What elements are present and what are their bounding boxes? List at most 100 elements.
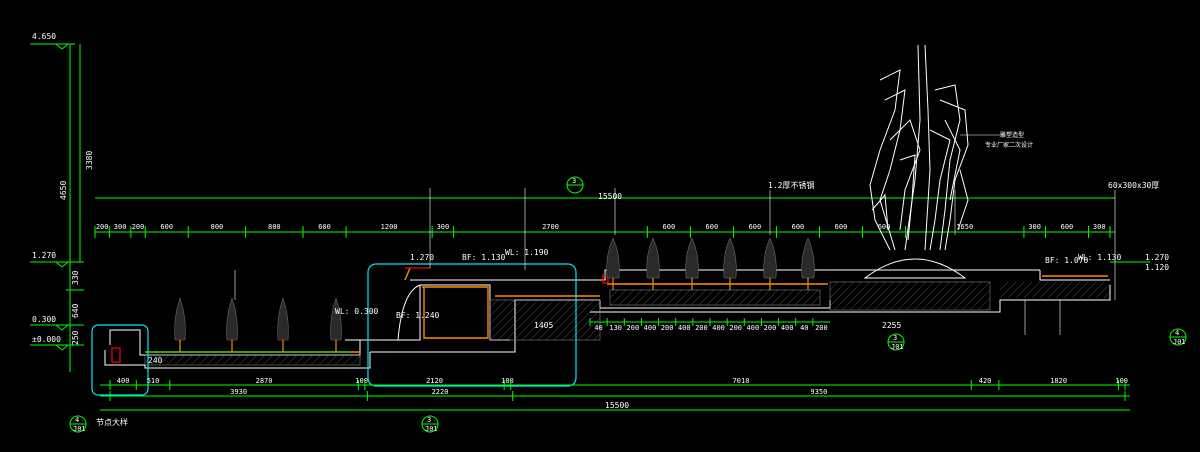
- note-mid-top: 1.2厚不锈钢: [768, 180, 814, 190]
- section-ref-num: 3: [893, 334, 897, 342]
- lower-dimension-lines: [100, 321, 1130, 411]
- dim-2255: 2255: [882, 321, 901, 330]
- top-dim-label: 200: [96, 223, 109, 231]
- vdim-4650: 4650: [59, 181, 68, 200]
- leader-lines: [234, 188, 1116, 335]
- bf-mid: BF: 1.130: [462, 253, 506, 262]
- section-ref-num: 3: [427, 416, 431, 424]
- base-dim-label: 9350: [810, 388, 827, 396]
- top-dim-label: 300: [437, 223, 450, 231]
- level-1120-right: 1.120: [1145, 263, 1169, 272]
- note-right-top: 60x300x30厚: [1108, 181, 1159, 190]
- note-sculpture: 雕塑造型: [1000, 131, 1024, 139]
- bf-right: BF: 1.070: [1045, 256, 1089, 265]
- section-ref-4-right: 4 J01: [1169, 328, 1187, 346]
- top-dim-label: 600: [749, 223, 762, 231]
- base-dim-label: 100: [501, 377, 514, 385]
- base-dim-label: 7010: [733, 377, 750, 385]
- base-dim-label: 2220: [432, 388, 449, 396]
- vdim-330: 330: [71, 270, 80, 285]
- base-dim-label: 3930: [230, 388, 247, 396]
- base-dim-label: 400: [117, 377, 130, 385]
- vertical-dimensions: [66, 44, 84, 372]
- sculpture: [863, 44, 969, 279]
- top-total-15500: 15500: [598, 192, 622, 201]
- top-dim-label: 600: [318, 223, 331, 231]
- lower-dim-label: 400: [644, 324, 657, 332]
- arch-edge: [397, 284, 421, 341]
- top-dim-label: 300: [114, 223, 127, 231]
- lower-dim-label: 200: [661, 324, 674, 332]
- section-ref-num: 3: [572, 177, 576, 185]
- lower-dim-label: 40: [800, 324, 808, 332]
- fountain-jet: [763, 237, 777, 279]
- top-dim-label: 600: [663, 223, 676, 231]
- fountain-jet: [685, 237, 699, 279]
- level-0300: 0.300: [32, 315, 56, 324]
- top-dim-label: 800: [268, 223, 281, 231]
- top-dim-label: 600: [1061, 223, 1074, 231]
- note-sculpture-design: 专业厂家二次设计: [985, 141, 1033, 149]
- top-dim-label: 1200: [381, 223, 398, 231]
- hatch-pattern: [144, 281, 1111, 366]
- section-ref-sheet: J01: [1173, 338, 1186, 346]
- level-1270-right: 1.270: [1145, 253, 1169, 262]
- lower-dim-label: 400: [712, 324, 725, 332]
- top-dim-label: 2700: [542, 223, 559, 231]
- vdim-3380: 3380: [85, 151, 94, 170]
- level-1270-left: 1.270: [32, 251, 56, 260]
- top-dim-label: 600: [160, 223, 173, 231]
- lower-dim-label: 200: [815, 324, 828, 332]
- base-dims-row1: 400 510 2870 100 2120 100 7010 420 1820 100: [109, 377, 1128, 390]
- section-ref-4-left: 4 J01: [69, 415, 87, 433]
- top-dimension-ticks: 200 300 200 600 800 800 600 1200 300 2700 600 600 60…: [94, 223, 1111, 238]
- fountain-jet: [606, 237, 620, 279]
- dim-240: 240: [148, 356, 163, 365]
- base-dim-label: 100: [1115, 377, 1128, 385]
- fountain-jet: [174, 297, 186, 341]
- dim-1405: 1405: [534, 321, 553, 330]
- lower-dim-label: 400: [781, 324, 794, 332]
- top-dim-label: 600: [792, 223, 805, 231]
- wl-mid: WL: 1.190: [505, 248, 549, 257]
- section-ref-num: 4: [1175, 329, 1179, 337]
- level-4650: 4.650: [32, 32, 56, 41]
- base-dim-label: 1820: [1050, 377, 1067, 385]
- wl-right: WL: 1.130: [1078, 253, 1122, 262]
- lower-dim-label: 200: [695, 324, 708, 332]
- section-ref-3-right: 3 J01: [887, 333, 905, 351]
- top-dim-label: 800: [211, 223, 224, 231]
- fountain-jet: [330, 297, 342, 341]
- red-markers: [111, 267, 609, 363]
- fountain-jet: [723, 237, 737, 279]
- vdim-640: 640: [71, 303, 80, 318]
- top-dim-label: 300: [1093, 223, 1106, 231]
- fountain-jet: [646, 237, 660, 279]
- lower-dim-label: 40: [594, 324, 602, 332]
- section-ref-3-top: 3: [566, 176, 584, 194]
- base-dim-label: 2120: [426, 377, 443, 385]
- base-dim-label: 420: [979, 377, 992, 385]
- level-1270-mid: 1.270: [410, 253, 434, 262]
- fountain-jet: [277, 297, 289, 341]
- base-dim-label: 100: [355, 377, 368, 385]
- note-left-bottom: 节点大样: [96, 417, 128, 427]
- lower-dim-label: 200: [729, 324, 742, 332]
- fountain-jet: [801, 237, 815, 279]
- lower-dim-label: 400: [747, 324, 760, 332]
- lower-dim-label: 200: [627, 324, 640, 332]
- top-dim-label: 600: [835, 223, 848, 231]
- lower-dim-label: 130: [609, 324, 622, 332]
- section-ref-sheet: J01: [73, 425, 86, 433]
- top-dim-label: 1650: [956, 223, 973, 231]
- top-dim-label: 200: [132, 223, 145, 231]
- wl-left: WL: 0.300: [335, 307, 379, 316]
- section-ref-num: 4: [75, 416, 79, 424]
- base-dim-label: 2870: [256, 377, 273, 385]
- top-dim-label: 600: [878, 223, 891, 231]
- top-dimension-chain: [95, 197, 1115, 233]
- base-dims-row2: 3930 2220 9350: [109, 388, 1126, 401]
- base-dim-label: 510: [147, 377, 160, 385]
